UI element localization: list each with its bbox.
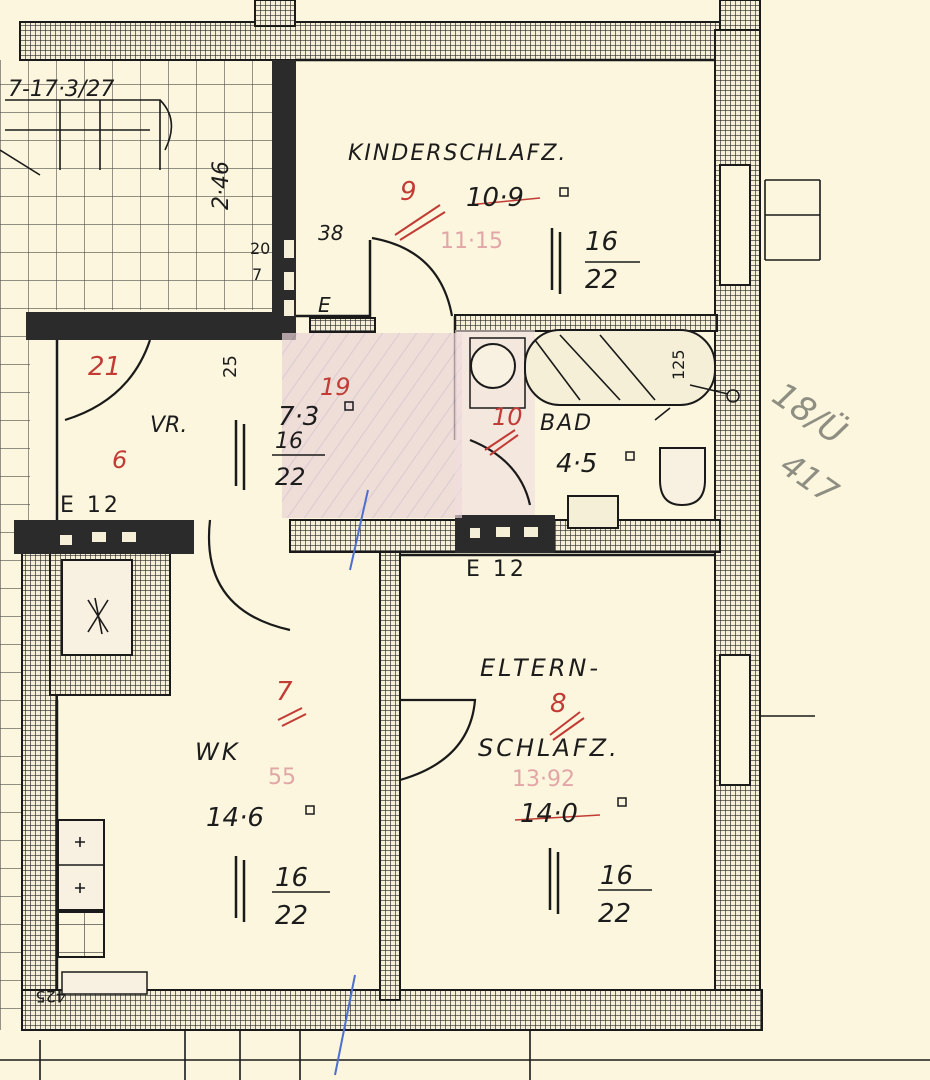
room-area-pencil-kinderschlafz: 11·15 [440, 229, 503, 254]
stair-width-label: 2·46 [209, 161, 234, 210]
dim-20: 20 [250, 239, 270, 258]
tub-size-label: 125 [669, 349, 688, 380]
chimney-icon [61, 559, 133, 656]
room-number-elternschlafz: 8 [550, 689, 567, 719]
bathtub-icon [524, 329, 716, 406]
room-area-vr: 7·3 [278, 402, 319, 432]
ceiling-height-top-wk: 16 [275, 863, 308, 893]
room-number-wk: 7 [276, 677, 293, 707]
room-name-vr: VR. [150, 413, 187, 438]
stair-label: 7-17·3/27 [8, 77, 114, 102]
room-name-bad: BAD [540, 411, 593, 436]
room-number-kinderschlafz: 9 [400, 177, 417, 207]
doors [64, 236, 532, 782]
room-name-wk: WK [195, 738, 240, 766]
e-label: E [318, 293, 331, 317]
room-area-bad: 4·5 [556, 449, 597, 479]
room-area-kinderschlafz: 10·9 [466, 183, 524, 213]
room-area-pencil-wk: 55 [268, 765, 296, 790]
stove-icon [57, 819, 105, 958]
room-area-elternschlafz: 14·0 [520, 799, 578, 829]
room-area-pencil-elternschlafz: 13·92 [512, 767, 575, 792]
door-number-vr: 21 [88, 352, 121, 382]
ceiling-height-top-vr: 16 [275, 429, 303, 454]
ceiling-height-top-elternschlafz: 16 [600, 861, 633, 891]
room-name-kinderschlafz: KINDERSCHLAFZ. [348, 141, 567, 166]
dim-38: 38 [318, 221, 343, 245]
room-number-alt-vr: 19 [320, 373, 351, 401]
sink-note-label: 425 [35, 987, 66, 1006]
room-name-elternschlafz-line1: ELTERN- [480, 654, 601, 682]
room-area-wk: 14·6 [206, 803, 264, 833]
dim-7: 7 [252, 265, 262, 284]
sink-icon [470, 343, 516, 389]
room-number-bad: 10 [492, 403, 523, 431]
ceiling-height-top-kinderschlafz: 16 [585, 227, 618, 257]
ceiling-height-bottom-elternschlafz: 22 [598, 899, 631, 929]
ceiling-height-bottom-vr: 22 [275, 463, 306, 491]
dim-25: 25 [220, 355, 241, 378]
window-icon [719, 164, 821, 786]
room-name-elternschlafz-line2: SCHLAFZ. [478, 734, 620, 762]
ceiling-height-bottom-kinderschlafz: 22 [585, 265, 618, 295]
ceiling-height-bottom-wk: 22 [275, 901, 308, 931]
chimney-label-right: E 12 [466, 557, 527, 582]
room-number-vr: 6 [112, 446, 127, 474]
chimney-label-left: E 12 [60, 493, 121, 518]
hallway-tint [282, 333, 462, 518]
toilet-icon [659, 447, 706, 507]
